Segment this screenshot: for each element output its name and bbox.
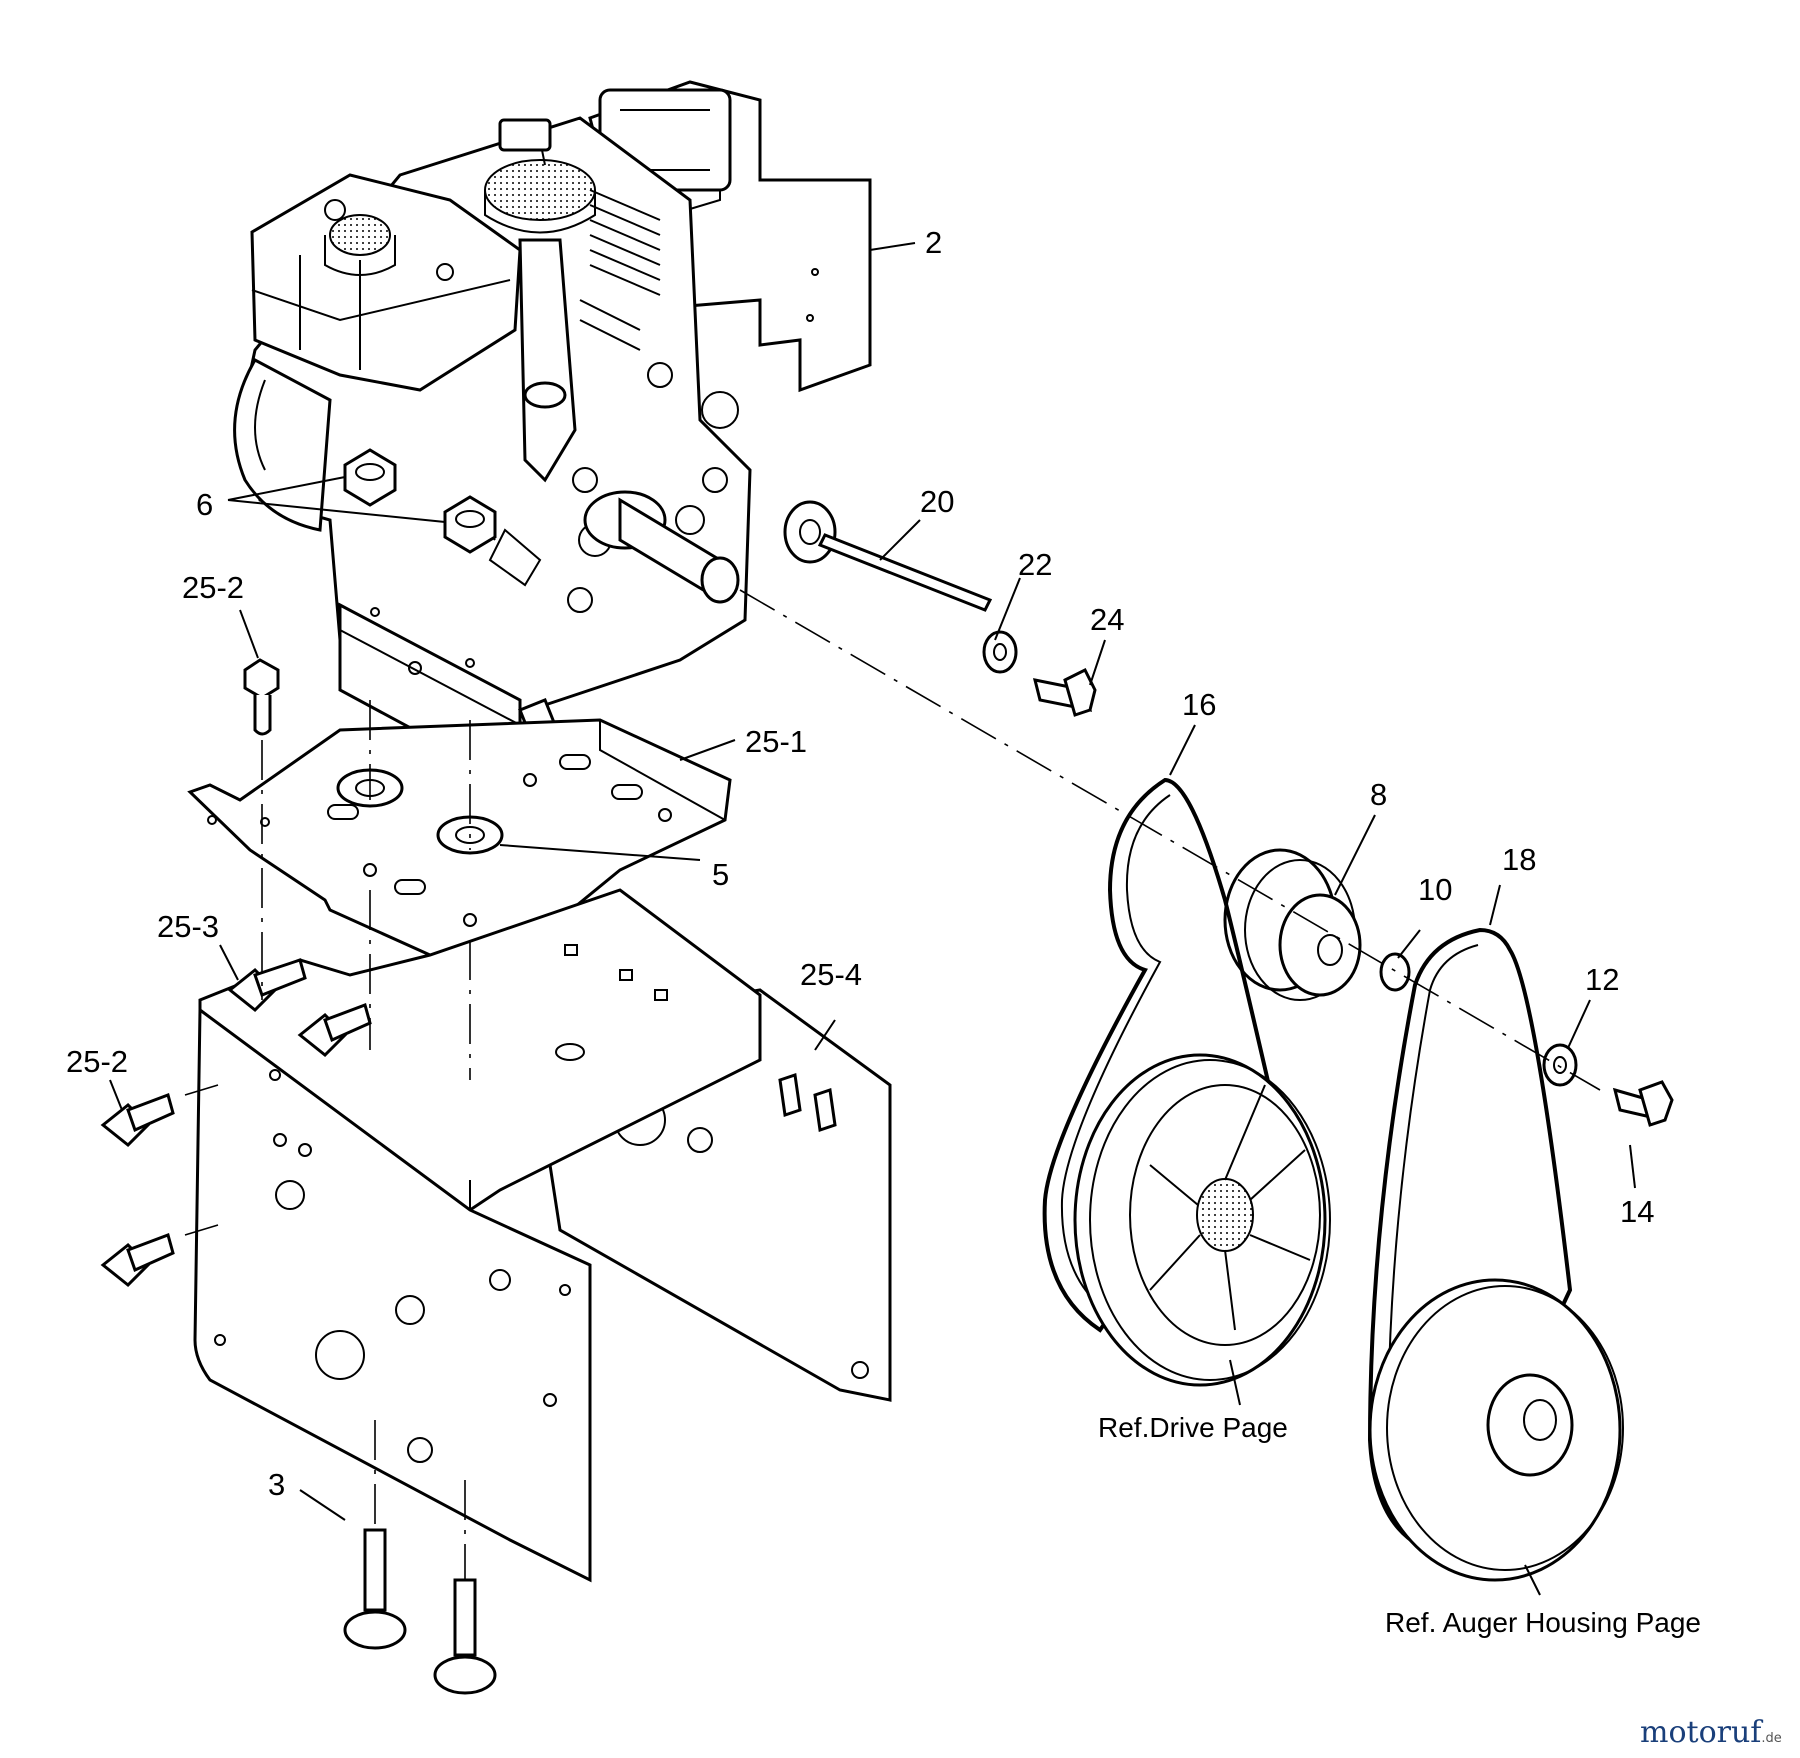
label-24: 24 [1090, 602, 1124, 637]
leader-lines [109, 242, 1636, 1596]
engine-pulley [1223, 848, 1362, 1001]
label-18: 18 [1502, 842, 1536, 877]
label-8: 8 [1370, 777, 1387, 812]
auger-belt-and-pulley [1367, 927, 1624, 1582]
label-10: 10 [1418, 872, 1452, 907]
ref-auger-housing-page: Ref. Auger Housing Page [1385, 1607, 1701, 1638]
watermark-logo: motoruf.de [1640, 1715, 1782, 1750]
small-parts [783, 500, 1578, 1087]
ref-drive-page: Ref.Drive Page [1098, 1412, 1288, 1443]
label-16: 16 [1182, 687, 1216, 722]
bolts [100, 658, 1674, 1695]
label-6: 6 [196, 487, 213, 522]
svg-text:motoruf.de: motoruf.de [1640, 1715, 1782, 1750]
label-12: 12 [1585, 962, 1619, 997]
alignment-lines [184, 589, 1601, 1580]
label-25-4: 25-4 [800, 957, 862, 992]
label-5: 5 [712, 857, 729, 892]
part-labels: 2 6 20 22 24 25-2 25-1 16 8 18 10 5 25-3… [66, 225, 1654, 1502]
label-3: 3 [268, 1467, 285, 1502]
watermark-tld: .de [1761, 1731, 1781, 1746]
label-14: 14 [1620, 1194, 1654, 1229]
drive-belt-and-pulley [1042, 777, 1331, 1387]
label-25-2-left: 25-2 [66, 1044, 128, 1079]
label-25-1: 25-1 [745, 724, 807, 759]
label-25-2-top: 25-2 [182, 570, 244, 605]
label-2: 2 [925, 225, 942, 260]
label-20: 20 [920, 484, 954, 519]
label-25-3: 25-3 [157, 909, 219, 944]
frame [193, 888, 892, 1583]
engine-mount-nuts [343, 448, 497, 554]
engine-assembly [233, 80, 872, 762]
label-22: 22 [1018, 547, 1052, 582]
watermark-brand: motoruf [1640, 1715, 1763, 1750]
reference-labels: Ref.Drive Page Ref. Auger Housing Page [1098, 1412, 1701, 1638]
